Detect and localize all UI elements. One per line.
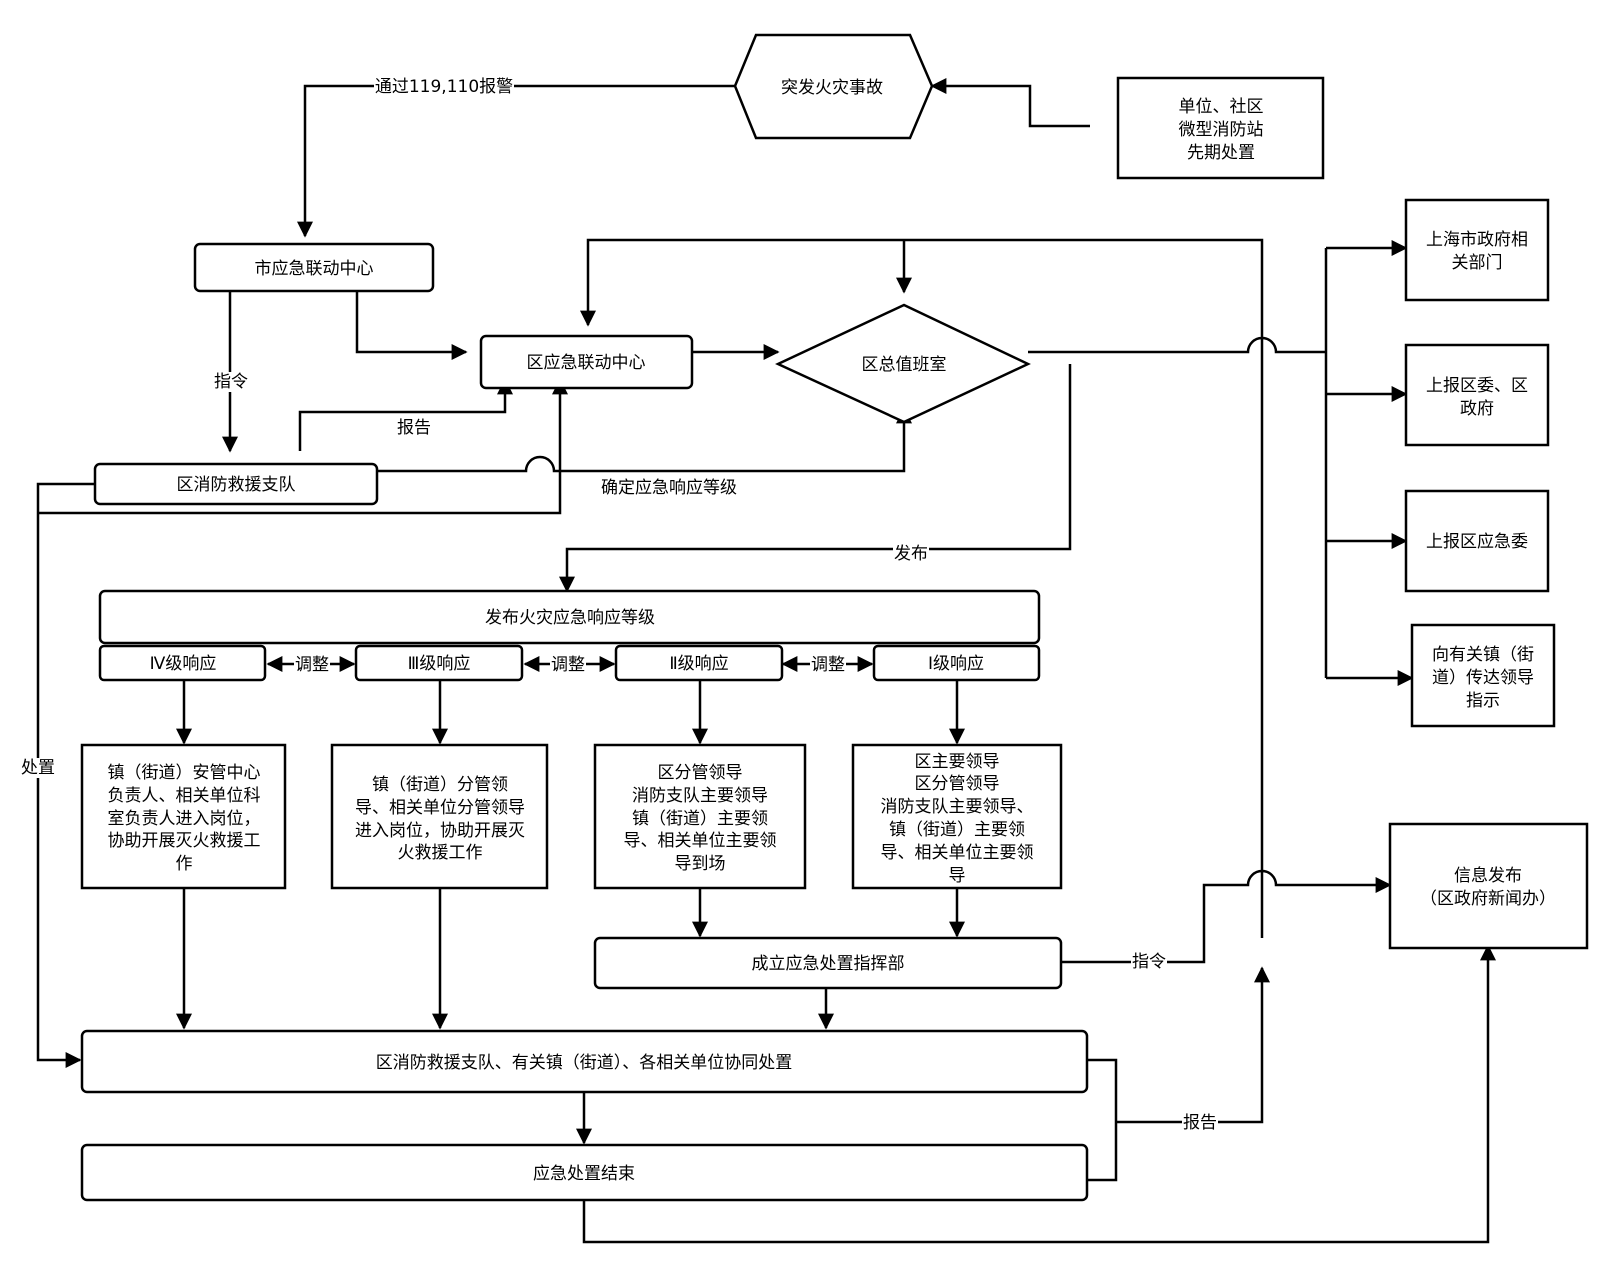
- svg-text:导、相关单位主要领: 导、相关单位主要领: [881, 843, 1034, 863]
- svg-text:Ⅱ级响应: Ⅱ级响应: [669, 654, 728, 674]
- connectors: [36, 78, 1496, 1244]
- node-news: 信息发布 （区政府新闻办）: [1388, 822, 1589, 950]
- svg-text:Ⅲ级响应: Ⅲ级响应: [408, 654, 471, 674]
- svg-text:作: 作: [176, 854, 193, 874]
- svg-text:微型消防站: 微型消防站: [1179, 120, 1264, 140]
- node-end: 应急处置结束: [80, 1143, 1089, 1202]
- svg-text:突发火灾事故: 突发火灾事故: [781, 78, 883, 98]
- svg-text:（区政府新闻办）: （区政府新闻办）: [1420, 889, 1556, 909]
- svg-text:发布火灾应急响应等级: 发布火灾应急响应等级: [485, 608, 655, 628]
- edge-unit-to-fire: [930, 78, 1090, 128]
- edge-duty-to-right: [1028, 336, 1326, 354]
- svg-text:信息发布: 信息发布: [1454, 866, 1522, 886]
- label-dispose: 处置: [21, 758, 55, 778]
- node-box-level-4: 镇（街道）安管中心 负责人、相关单位科 室负责人进入岗位， 协助开展灭火救援工 …: [80, 743, 287, 890]
- svg-text:区主要领导: 区主要领导: [915, 752, 1000, 772]
- label-adjust-3: 调整: [811, 655, 845, 675]
- svg-text:上报区委、区: 上报区委、区: [1426, 376, 1528, 396]
- edge-end-to-news: [582, 944, 1496, 1244]
- svg-text:道）传达领导: 道）传达领导: [1432, 668, 1534, 688]
- node-report-emergency: 上报区应急委: [1404, 489, 1550, 593]
- svg-text:市应急联动中心: 市应急联动中心: [255, 259, 374, 279]
- label-adjust-2: 调整: [551, 655, 585, 675]
- svg-text:区分管领导: 区分管领导: [658, 763, 743, 783]
- svg-text:区应急联动中心: 区应急联动中心: [527, 353, 646, 373]
- svg-text:室负责人进入岗位，: 室负责人进入岗位，: [108, 809, 261, 829]
- svg-text:指示: 指示: [1466, 691, 1500, 711]
- svg-text:向有关镇（街: 向有关镇（街: [1432, 645, 1534, 665]
- edge-report-up: [1116, 966, 1270, 1124]
- node-level-1: Ⅰ级响应: [872, 644, 1041, 682]
- label-report-2: 报告: [1183, 1113, 1217, 1133]
- node-duty-room: 区总值班室: [775, 303, 1031, 424]
- svg-text:镇（街道）主要领: 镇（街道）主要领: [889, 820, 1025, 840]
- svg-text:导、相关单位分管领导: 导、相关单位分管领导: [355, 798, 525, 818]
- svg-text:区消防救援支队: 区消防救援支队: [177, 475, 296, 495]
- label-alarm: 通过119,110报警: [375, 77, 513, 97]
- label-instruction-2: 指令: [1132, 952, 1166, 972]
- edge-report-bracket: [1087, 1058, 1118, 1182]
- edge-determine-level: [367, 407, 912, 473]
- edge-loop-to-district: [580, 238, 1264, 938]
- node-town-instruction: 向有关镇（街 道）传达领导 指示: [1410, 623, 1556, 728]
- label-determine-level: 确定应急响应等级: [601, 478, 737, 498]
- svg-text:成立应急处置指挥部: 成立应急处置指挥部: [752, 954, 905, 974]
- svg-text:上报区应急委: 上报区应急委: [1426, 532, 1528, 552]
- edge-alarm: [297, 84, 735, 238]
- svg-text:政府: 政府: [1460, 399, 1494, 419]
- svg-text:镇（街道）主要领: 镇（街道）主要领: [632, 809, 768, 829]
- node-fire-event: 突发火灾事故: [733, 33, 934, 140]
- svg-text:进入岗位，协助开展灭: 进入岗位，协助开展灭: [355, 821, 525, 841]
- svg-text:镇（街道）安管中心: 镇（街道）安管中心: [108, 763, 261, 783]
- node-level-2: Ⅱ级响应: [614, 644, 784, 682]
- node-unit-station: 单位、社区 微型消防站 先期处置: [1116, 76, 1325, 180]
- svg-text:区消防救援支队、有关镇（街道）、各相关单位协同处置: 区消防救援支队、有关镇（街道）、各相关单位协同处置: [376, 1053, 793, 1073]
- edge-hq-instruction: [1061, 869, 1392, 964]
- label-instruction-1: 指令: [214, 372, 248, 392]
- svg-text:火救援工作: 火救援工作: [398, 843, 483, 863]
- node-box-level-2: 区分管领导 消防支队主要领导 镇（街道）主要领 导、相关单位主要领 导到场: [593, 743, 807, 890]
- svg-text:关部门: 关部门: [1452, 253, 1503, 273]
- node-box-level-1: 区主要领导 区分管领导 消防支队主要领导、 镇（街道）主要领 导、相关单位主要领…: [851, 743, 1063, 890]
- node-box-level-3: 镇（街道）分管领 导、相关单位分管领导 进入岗位，协助开展灭 火救援工作: [330, 743, 549, 890]
- svg-text:先期处置: 先期处置: [1187, 143, 1255, 163]
- node-level-4: Ⅳ级响应: [98, 644, 267, 682]
- node-sh-gov: 上海市政府相 关部门: [1404, 198, 1550, 302]
- svg-text:区总值班室: 区总值班室: [862, 355, 947, 375]
- node-report-committee: 上报区委、区 政府: [1404, 343, 1550, 447]
- svg-text:单位、社区: 单位、社区: [1179, 97, 1264, 117]
- label-report-1: 报告: [397, 418, 431, 438]
- node-fire-brigade: 区消防救援支队: [93, 462, 379, 506]
- svg-text:Ⅳ级响应: Ⅳ级响应: [150, 654, 217, 674]
- edge-labels: 通过119,110报警 指令 报告 确定应急响应等级 发布 调整 调整 调整 处…: [20, 76, 1218, 1133]
- svg-text:消防支队主要领导: 消防支队主要领导: [632, 786, 768, 806]
- edge-city-to-district: [355, 285, 468, 360]
- svg-text:应急处置结束: 应急处置结束: [533, 1164, 635, 1184]
- svg-text:消防支队主要领导、: 消防支队主要领导、: [881, 797, 1034, 817]
- node-district-center: 区应急联动中心: [479, 334, 694, 390]
- node-command-hq: 成立应急处置指挥部: [593, 936, 1063, 990]
- node-city-center: 市应急联动中心: [193, 242, 435, 293]
- svg-text:导、相关单位主要领: 导、相关单位主要领: [624, 831, 777, 851]
- label-publish: 发布: [894, 544, 928, 564]
- svg-text:镇（街道）分管领: 镇（街道）分管领: [372, 775, 508, 795]
- svg-text:上海市政府相: 上海市政府相: [1426, 230, 1528, 250]
- edge-publish: [559, 364, 1072, 593]
- svg-text:负责人、相关单位科: 负责人、相关单位科: [108, 786, 261, 806]
- node-coordinate: 区消防救援支队、有关镇（街道）、各相关单位协同处置: [80, 1029, 1089, 1094]
- edge-brigade-report: [298, 378, 513, 451]
- svg-text:导到场: 导到场: [675, 854, 726, 874]
- svg-text:区分管领导: 区分管领导: [915, 774, 1000, 794]
- node-level-3: Ⅲ级响应: [354, 644, 524, 682]
- edge-left-to-district: [38, 378, 568, 515]
- svg-text:导: 导: [949, 866, 966, 886]
- label-adjust-1: 调整: [295, 655, 329, 675]
- svg-text:Ⅰ级响应: Ⅰ级响应: [928, 654, 984, 674]
- node-publish-level: 发布火灾应急响应等级: [98, 589, 1041, 645]
- svg-text:协助开展灭火救援工: 协助开展灭火救援工: [108, 831, 261, 851]
